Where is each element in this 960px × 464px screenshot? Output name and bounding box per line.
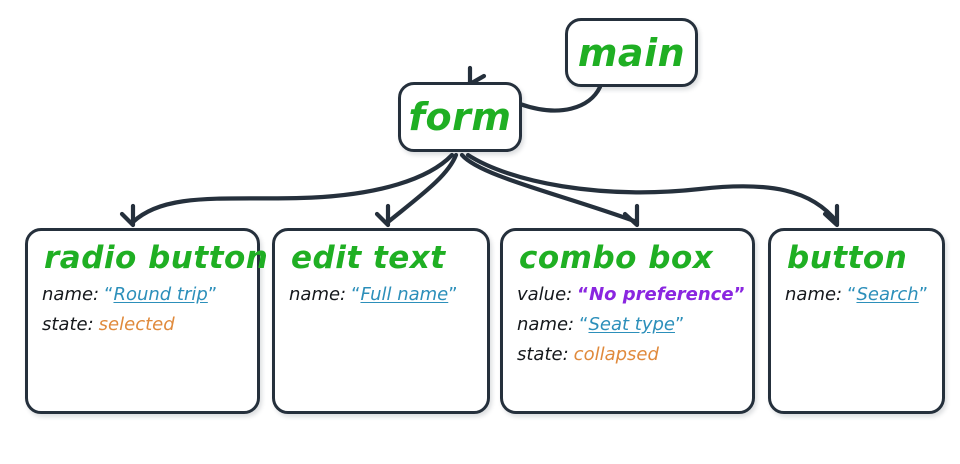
node-button[interactable]: button name:“Search” [768, 228, 945, 414]
quote-close: ” [207, 284, 218, 305]
quote-open: “ [579, 313, 589, 335]
arrowhead-combo-box [622, 203, 640, 228]
quote-open: “ [351, 284, 361, 305]
node-form[interactable]: form [398, 82, 522, 152]
edge-form-to-combo-box [459, 152, 640, 225]
prop-row: name:“Search” [785, 280, 942, 310]
prop-row: value:“No preference” [517, 280, 752, 310]
node-main-title: main [577, 30, 686, 75]
node-main[interactable]: main [565, 18, 698, 87]
prop-value-name: “Search” [847, 284, 928, 305]
prop-key-name: name: [785, 284, 843, 305]
prop-key-name: name: [42, 284, 100, 305]
arrowhead-button [822, 203, 840, 228]
node-edit-text-title: edit text [291, 240, 446, 276]
node-radio-button-title: radio button [44, 240, 269, 276]
node-edit-text[interactable]: edit text name:“Full name” [272, 228, 490, 414]
arrowhead-edit-text [374, 203, 391, 228]
prop-value-name-text: Search [856, 284, 919, 305]
prop-key-value: value: [517, 284, 573, 305]
quote-close: ” [448, 284, 458, 305]
quote-open: “ [847, 284, 857, 305]
prop-value-name-text: Round trip [113, 284, 208, 305]
prop-value-name-text: Full name [360, 284, 449, 305]
prop-key-name: name: [517, 313, 575, 335]
prop-value-name: “Full name” [351, 284, 457, 305]
prop-value-name: “Seat type” [579, 314, 684, 335]
node-form-title: form [408, 95, 512, 139]
quote-open: “ [577, 284, 590, 305]
prop-row: state:collapsed [517, 340, 752, 370]
quote-close: ” [674, 313, 685, 335]
arrowhead-radio-button [119, 203, 136, 228]
node-button-title: button [787, 240, 908, 276]
edge-form-to-button [465, 152, 840, 225]
prop-value-state: collapsed [573, 343, 659, 365]
prop-row: name:“Seat type” [517, 310, 752, 340]
edge-form-to-radio-button [130, 152, 455, 225]
edge-form-to-edit-text [385, 152, 459, 225]
prop-value-value: “No preference” [577, 284, 745, 305]
quote-open: “ [104, 284, 114, 305]
prop-value-name: “Round trip” [104, 284, 217, 305]
prop-row: name:“Round trip” [42, 280, 257, 310]
prop-value-name-text: Seat type [588, 313, 675, 335]
prop-key-state: state: [42, 313, 94, 335]
prop-value-value-text: No preference [589, 284, 734, 305]
quote-close: ” [733, 284, 746, 305]
prop-row: state:selected [42, 310, 257, 340]
quote-close: ” [918, 284, 929, 305]
node-radio-button[interactable]: radio button name:“Round trip” state:sel… [25, 228, 269, 414]
prop-key-state: state: [517, 343, 569, 365]
node-combo-box[interactable]: combo box value:“No preference” name:“Se… [500, 228, 755, 414]
node-combo-box-title: combo box [519, 240, 714, 276]
prop-row: name:“Full name” [289, 280, 487, 310]
prop-value-state: selected [98, 313, 175, 335]
prop-key-name: name: [289, 284, 347, 305]
